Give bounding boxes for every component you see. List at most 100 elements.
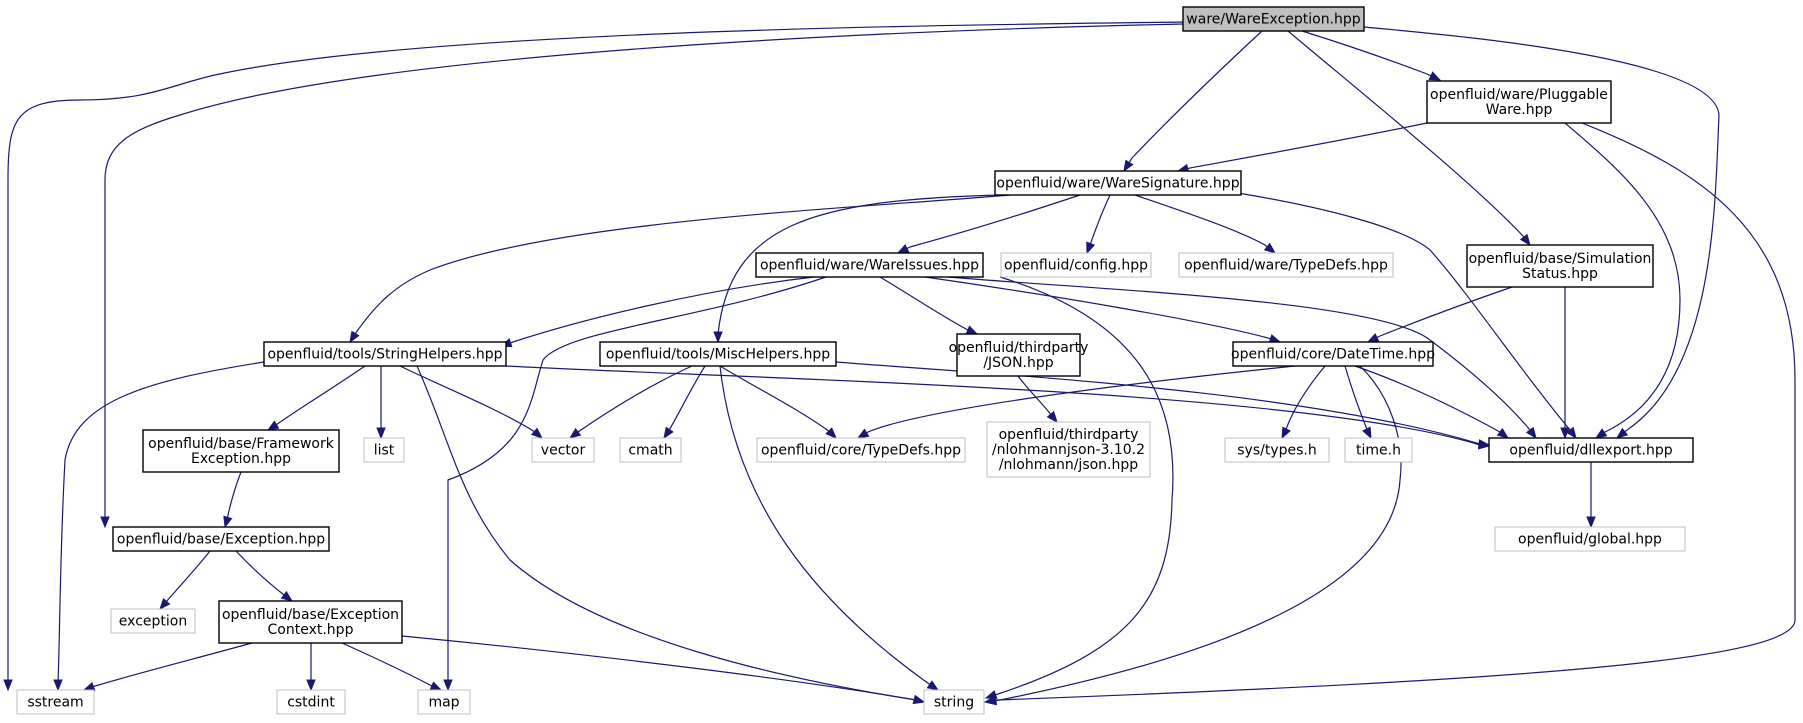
arrowhead [306,679,316,692]
edge-openfluid-base-simulationstatus-hpp-to-openfluid-dllexport-hpp [1560,287,1570,440]
node-label: openfluid/thirdparty [949,340,1089,356]
arrowhead [1560,427,1570,440]
arrowhead [1586,516,1596,529]
edge-openfluid-base-exceptioncontext-hpp-to-map [341,642,443,691]
arrowhead [1281,426,1291,440]
edge-openfluid-tools-stringhelpers-hpp-to-list [376,366,386,440]
edge-line [1189,122,1428,169]
edge-openfluid-ware-waresignature-hpp-to-openfluid-tools-stringhelpers-hpp [349,194,1011,344]
node-label: openfluid/base/Exception [222,607,399,623]
node-label: openfluid/dllexport.hpp [1509,443,1672,459]
node-box[interactable] [1182,6,1365,32]
arrowhead [1525,426,1537,440]
edge-line [1134,194,1266,246]
edge-line [835,361,1481,445]
edge-line-connector [906,246,911,250]
node-openfluid-tools-stringhelpers-hpp[interactable]: openfluid/tools/StringHelpers.hpp [263,341,507,367]
arrowhead [100,516,110,529]
node-box[interactable] [755,252,984,278]
node-openfluid-thirdparty-nlohmannjson-3-10-2-nlohmann-json-hpp: openfluid/thirdparty/nlohmannjson-3.10.2… [986,421,1151,478]
edge-openfluid-ware-wareissues-hpp-to-string [984,276,1174,700]
arrowhead [530,427,544,439]
edge-line [512,276,815,343]
node-box[interactable] [263,341,507,367]
edge-line [7,21,1184,685]
node-vector: vector [531,437,595,463]
edge-line [165,550,211,603]
node-label: cstdint [287,695,335,711]
node-box[interactable] [1466,244,1654,288]
node-box[interactable] [994,170,1242,196]
node-label: Status.hpp [1522,266,1598,282]
node-box [923,689,985,715]
node-list: list [363,437,405,463]
node-label: openfluid/ware/Pluggable [1430,87,1608,103]
node-ware-wareexception-hpp[interactable]: ware/WareException.hpp [1182,6,1365,32]
arrowhead [1519,233,1531,247]
edge-line [1131,30,1263,159]
edge-line [717,194,1001,335]
arrowhead [912,694,926,705]
edge-openfluid-ware-wareissues-hpp-to-openfluid-thirdparty-json-hpp [879,276,979,335]
edge-line [1379,286,1513,337]
node-openfluid-tools-mischelpers-hpp[interactable]: openfluid/tools/MiscHelpers.hpp [599,341,837,367]
edge-line [275,365,366,426]
edge-line [924,276,1269,339]
edge-line [235,550,285,596]
edge-openfluid-tools-stringhelpers-hpp-to-string [416,365,926,705]
edge-line [354,194,1011,335]
node-label: openfluid/config.hpp [1004,258,1148,274]
node-openfluid-core-datetime-hpp[interactable]: openfluid/core/DateTime.hpp [1231,341,1435,367]
arrowhead [568,427,582,439]
node-openfluid-ware-waresignature-hpp[interactable]: openfluid/ware/WareSignature.hpp [994,170,1242,196]
node-box[interactable] [1426,80,1612,124]
node-openfluid-dllexport-hpp[interactable]: openfluid/dllexport.hpp [1488,437,1694,463]
node-label: ware/WareException.hpp [1186,12,1361,28]
node-label: openfluid/core/TypeDefs.hpp [761,443,961,459]
node-label: map [428,695,459,711]
arrowhead [266,420,280,431]
node-label: openfluid/core/DateTime.hpp [1231,347,1435,363]
node-box [1178,252,1394,278]
edge-openfluid-ware-waresignature-hpp-to-openfluid-tools-mischelpers-hpp [713,194,1001,344]
node-label: openfluid/base/Exception.hpp [117,532,325,548]
node-box[interactable] [112,526,330,552]
edge-openfluid-ware-wareissues-hpp-to-openfluid-core-datetime-hpp [924,276,1282,344]
node-box[interactable] [1232,341,1434,367]
arrowhead [1123,159,1134,173]
node-box[interactable] [1488,437,1694,463]
node-openfluid-thirdparty-json-hpp[interactable]: openfluid/thirdparty/JSON.hpp [949,333,1089,377]
edge-line [447,276,827,682]
node-openfluid-core-typedefs-hpp: openfluid/core/TypeDefs.hpp [756,437,966,463]
node-box [16,689,95,715]
arrowhead [965,325,979,335]
node-box[interactable] [142,429,340,473]
node-box[interactable] [218,600,403,644]
arrowhead [856,428,870,439]
node-box[interactable] [599,341,837,367]
edge-line [1284,365,1326,433]
edge-line [909,194,1081,248]
node-exception: exception [110,608,196,634]
edge-openfluid-base-simulationstatus-hpp-to-openfluid-core-datetime-hpp [1366,286,1513,343]
edge-line [416,365,917,701]
node-openfluid-ware-wareissues-hpp[interactable]: openfluid/ware/WareIssues.hpp [755,252,984,278]
edge-openfluid-tools-stringhelpers-hpp-to-vector [399,365,544,439]
edge-line [1287,30,1524,237]
edge-line [399,365,536,433]
arrowhead [896,244,910,254]
edge-openfluid-core-datetime-hpp-to-string [984,365,1402,706]
edge-openfluid-core-datetime-hpp-to-sys-types-h [1281,365,1326,440]
edge-line-connector [1376,335,1381,339]
node-label: openfluid/base/Framework [148,436,335,452]
node-cstdint: cstdint [276,689,346,715]
node-box[interactable] [956,333,1081,377]
edge-line [1237,192,1571,431]
node-openfluid-base-exception-hpp[interactable]: openfluid/base/Exception.hpp [112,526,330,552]
arrowhead [429,681,443,691]
node-label: Context.hpp [268,622,354,638]
